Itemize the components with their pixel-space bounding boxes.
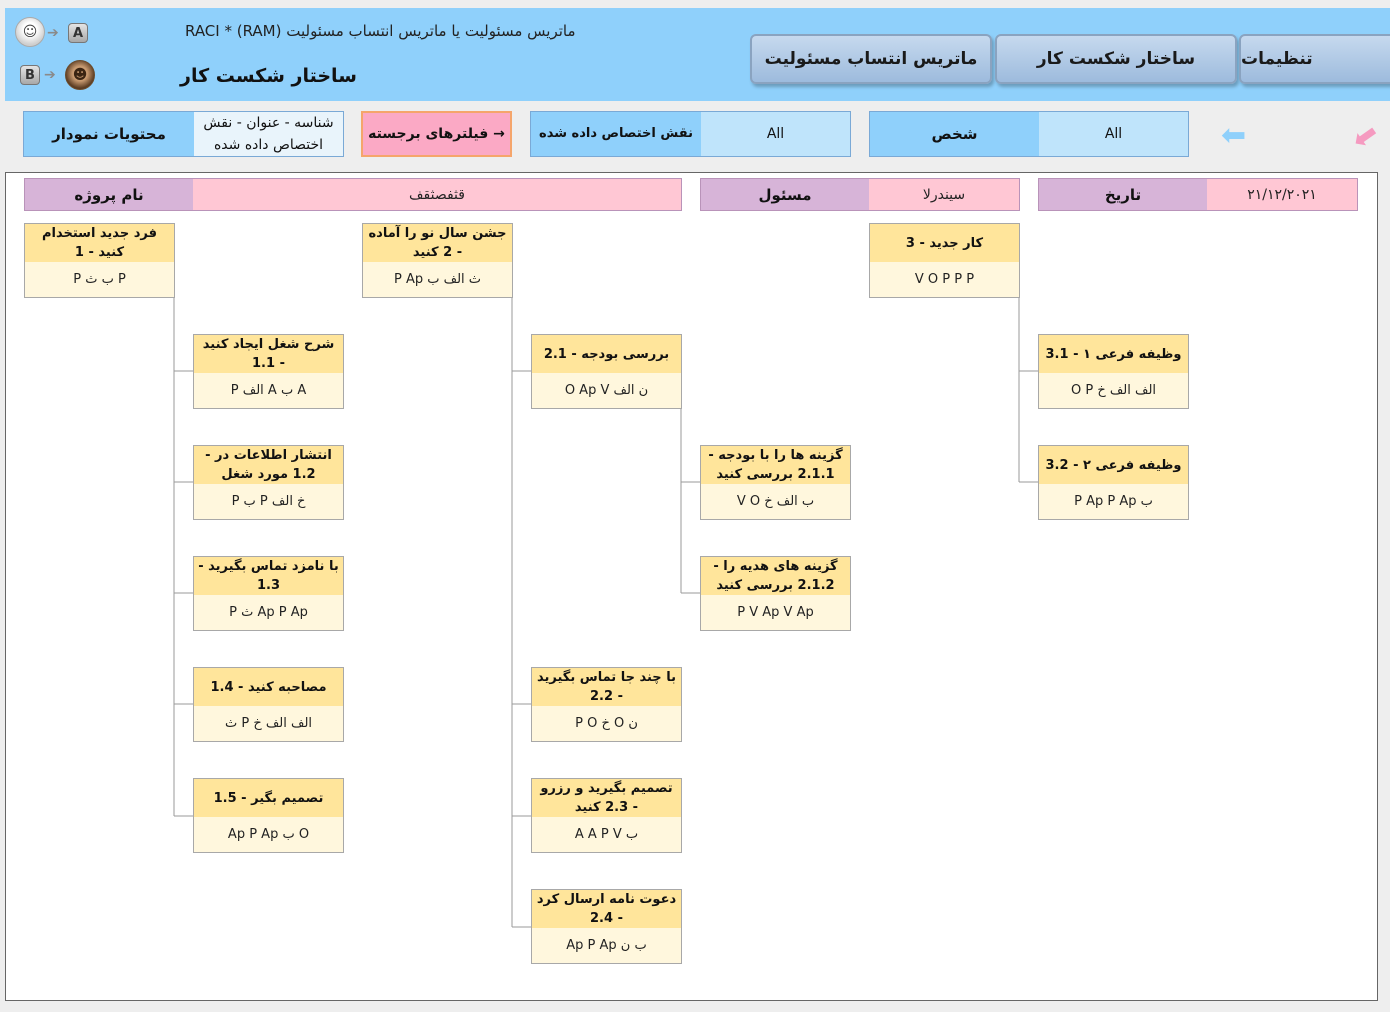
chart-contents-value[interactable]: شناسه - عنوان - نقش اختصاص داده شده [194,112,343,156]
wbs-node-title: گزینه ها را با بودجه - 2.1.1 بررسی کنید [701,446,850,484]
wbs-node-roles: ث الف ب P Ap [363,262,512,297]
date-label: تاریخ [1039,179,1207,210]
wbs-node-roles: O ب Ap P Ap [194,817,343,852]
wbs-node-1-5[interactable]: تصمیم بگیر - 1.5 O ب Ap P Ap [193,778,344,853]
tab-settings[interactable]: تنظیمات [1239,34,1390,84]
wbs-node-title: مصاحبه کنید - 1.4 [194,668,343,706]
wbs-node-title: انتشار اطلاعات در - 1.2 مورد شغل [194,446,343,484]
wbs-node-3-2[interactable]: وظیفه فرعی ۲ - 3.2 ب P Ap P Ap [1038,445,1189,520]
person-value[interactable]: All [1039,112,1188,156]
assigned-role-filter[interactable]: نقش اختصاص داده شده All [530,111,851,157]
chart-contents-filter[interactable]: محتویات نمودار شناسه - عنوان - نقش اختصا… [23,111,344,157]
assigned-role-value[interactable]: All [701,112,850,156]
wbs-node-2[interactable]: جشن سال نو را آماده - 2 کنید ث الف ب P A… [362,223,513,298]
project-info: نام پروژه قثفصثقف [24,178,682,211]
wbs-node-title: تصمیم بگیرید و رزرو - 2.3 کنید [532,779,681,817]
assigned-role-label: نقش اختصاص داده شده [531,112,701,156]
wbs-node-title: تصمیم بگیر - 1.5 [194,779,343,817]
wbs-node-roles: ن O خ P O [532,706,681,741]
page-subtitle: ماتریس مسئولیت یا ماتریس انتساب مسئولیت … [185,22,576,40]
key-a-badge: A [68,23,88,43]
date-info: تاریخ ۲۱/۱۲/۲۰۲۱ [1038,178,1358,211]
wbs-node-roles: V O P P P [870,262,1019,297]
wbs-node-roles: ب A A P V [532,817,681,852]
wbs-node-2-4[interactable]: دعوت نامه ارسال کرد - 2.4 ب ن Ap P Ap [531,889,682,964]
person-label: شخص [870,112,1039,156]
arrow-left-icon[interactable]: ⬅ [1221,118,1247,153]
wbs-node-2-2[interactable]: با چند جا تماس بگیرید - 2.2 ن O خ P O [531,667,682,742]
avatar-b: ☻ [65,60,95,90]
wbs-node-roles: Ap P Ap ث P [194,595,343,630]
wbs-node-roles: الف الف خ P ث [194,706,343,741]
wbs-node-roles: الف الف خ O P [1039,373,1188,408]
wbs-node-roles: P ب ث P [25,262,174,297]
wbs-node-2-3[interactable]: تصمیم بگیرید و رزرو - 2.3 کنید ب A A P V [531,778,682,853]
wbs-node-roles: ب ن Ap P Ap [532,928,681,963]
project-name-value: قثفصثقف [193,179,681,210]
wbs-node-title: وظیفه فرعی ۱ - 3.1 [1039,335,1188,373]
wbs-node-1-1[interactable]: شرح شغل ایجاد کنید - 1.1 A ب A الف P [193,334,344,409]
wbs-node-title: با نامزد تماس بگیرید - 1.3 [194,557,343,595]
owner-label: مسئول [701,179,869,210]
owner-value: سیندرلا [869,179,1019,210]
smiley-face-icon: ☺ [22,24,38,40]
wbs-node-roles: خ الف P ب P [194,484,343,519]
wbs-node-title: کار جدید - 3 [870,224,1019,262]
wbs-node-1[interactable]: فرد جدید استخدام کنید - 1 P ب ث P [24,223,175,298]
wbs-node-roles: A ب A الف P [194,373,343,408]
arrow-right-icon: ➔ [47,25,59,41]
wbs-node-roles: ب P Ap P Ap [1039,484,1188,519]
avatar-a: ☺ [15,17,45,47]
wbs-node-title: بررسی بودجه - 2.1 [532,335,681,373]
wbs-node-title: وظیفه فرعی ۲ - 3.2 [1039,446,1188,484]
wbs-node-title: با چند جا تماس بگیرید - 2.2 [532,668,681,706]
wbs-node-3[interactable]: کار جدید - 3 V O P P P [869,223,1020,298]
page-title: ساختار شکست کار [180,65,357,87]
wbs-node-roles: P V Ap V Ap [701,595,850,630]
wbs-node-title: فرد جدید استخدام کنید - 1 [25,224,174,262]
wbs-node-roles: ن الف O Ap V [532,373,681,408]
project-name-label: نام پروژه [25,179,193,210]
user-face-icon: ☻ [72,67,88,83]
wbs-node-3-1[interactable]: وظیفه فرعی ۱ - 3.1 الف الف خ O P [1038,334,1189,409]
chart-contents-label: محتویات نمودار [24,112,194,156]
wbs-node-roles: ب الف خ V O [701,484,850,519]
date-value: ۲۱/۱۲/۲۰۲۱ [1207,179,1357,210]
person-filter[interactable]: شخص All [869,111,1189,157]
highlight-filters-button[interactable]: → فیلترهای برجسته [361,111,512,157]
wbs-node-title: جشن سال نو را آماده - 2 کنید [363,224,512,262]
wbs-node-2-1-1[interactable]: گزینه ها را با بودجه - 2.1.1 بررسی کنید … [700,445,851,520]
wbs-node-2-1-2[interactable]: گزینه های هدیه را - 2.1.2 بررسی کنید P V… [700,556,851,631]
key-b-badge: B [20,65,40,85]
wbs-node-title: دعوت نامه ارسال کرد - 2.4 [532,890,681,928]
arrow-right-icon: ➔ [44,67,56,83]
wbs-node-1-4[interactable]: مصاحبه کنید - 1.4 الف الف خ P ث [193,667,344,742]
chart-contents-value-line1: شناسه - عنوان - نقش [203,115,334,131]
wbs-node-2-1[interactable]: بررسی بودجه - 2.1 ن الف O Ap V [531,334,682,409]
wbs-node-title: شرح شغل ایجاد کنید - 1.1 [194,335,343,373]
tab-raci-matrix[interactable]: ماتریس انتساب مسئولیت [750,34,992,84]
wbs-node-1-2[interactable]: انتشار اطلاعات در - 1.2 مورد شغل خ الف P… [193,445,344,520]
chart-contents-value-line2: اختصاص داده شده [213,137,324,153]
wbs-node-title: گزینه های هدیه را - 2.1.2 بررسی کنید [701,557,850,595]
tab-wbs[interactable]: ساختار شکست کار [995,34,1237,84]
owner-info: مسئول سیندرلا [700,178,1020,211]
wbs-node-1-3[interactable]: با نامزد تماس بگیرید - 1.3 Ap P Ap ث P [193,556,344,631]
arrow-pointer-icon: ⬅ [1344,115,1386,159]
